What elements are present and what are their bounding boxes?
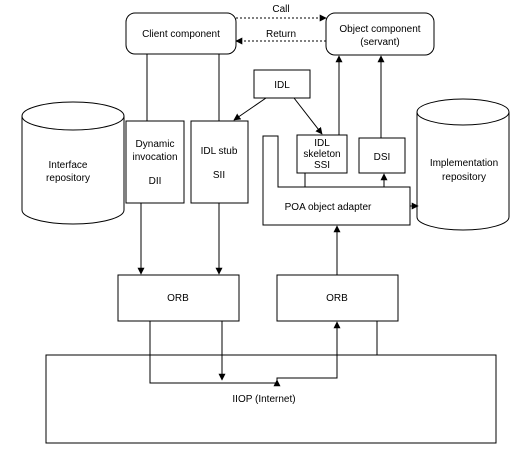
iiop-label: IIOP (Internet) [232, 394, 295, 405]
idl-skeleton-label-line2: skeleton [303, 149, 340, 160]
dynamic-invocation-label-line2: invocation [132, 152, 177, 163]
implementation-repository-label-line1: Implementation [430, 158, 498, 169]
interface-repository-label-line2: repository [46, 173, 90, 184]
poa-object-adapter-box [262, 135, 411, 226]
client-component-box [125, 12, 237, 55]
idl-box [253, 69, 311, 99]
iiop-to-server-orb-path [276, 321, 341, 383]
idl-skeleton-box [296, 134, 348, 174]
idl-stub-box [190, 120, 249, 204]
poa-object-adapter-label: POA object adapter [285, 202, 372, 213]
idl-stub-label: IDL stub [201, 146, 238, 157]
idl-to-stub-arrow [233, 97, 267, 121]
orb-server-box [276, 274, 399, 322]
dii-label: DII [149, 176, 162, 187]
dsi-label: DSI [374, 152, 391, 163]
iiop-internet-box [45, 354, 497, 444]
dynamic-invocation-label-line1: Dynamic [136, 139, 175, 150]
ssi-label: SSI [314, 160, 330, 171]
dsi-box [358, 137, 406, 174]
orb-server-label: ORB [326, 293, 348, 304]
implementation-repository-cylinder [416, 98, 510, 231]
object-component-label-line1: Object component [339, 24, 420, 35]
interface-repository-cylinder [21, 101, 125, 225]
orb-client-box [117, 274, 240, 322]
idl-to-skeleton-arrow [293, 97, 323, 135]
sii-label: SII [213, 170, 225, 181]
idl-label: IDL [274, 80, 290, 91]
orb-client-label: ORB [167, 293, 189, 304]
implementation-repository-label-line2: repository [442, 172, 486, 183]
client-component-label: Client component [142, 29, 220, 40]
interface-repository-label-line1: Interface [49, 160, 88, 171]
connectors [137, 54, 419, 387]
object-component-box [325, 12, 435, 56]
dynamic-invocation-box [125, 120, 185, 204]
object-component-label-line2: (servant) [360, 37, 399, 48]
return-label: Return [266, 29, 296, 40]
call-label: Call [272, 4, 289, 15]
idl-skeleton-label-line1: IDL [314, 138, 330, 149]
